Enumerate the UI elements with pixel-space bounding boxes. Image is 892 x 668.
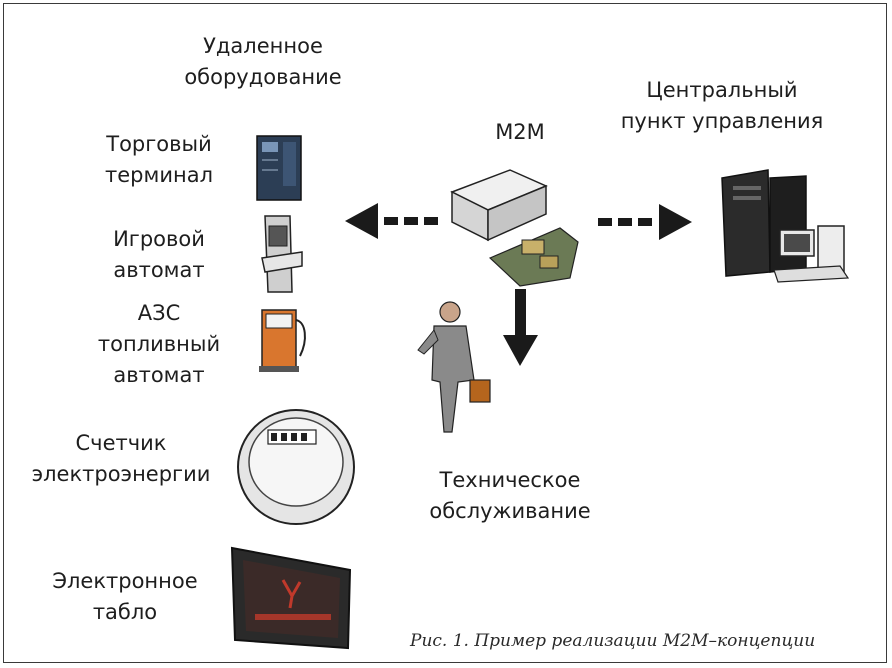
gaming-machine-label: Игровой автомат xyxy=(113,227,205,282)
figure-caption: Рис. 1. Пример реализации М2М–концепции xyxy=(410,631,816,651)
arrow-to-maintenance xyxy=(503,289,538,366)
remote-equipment-label: Удаленное оборудование xyxy=(184,34,342,89)
technician-icon xyxy=(417,301,491,433)
control-center-label: Центральный пункт управления xyxy=(620,78,824,133)
electronic-board-icon xyxy=(230,546,352,650)
electric-meter-icon xyxy=(237,409,355,525)
server-computer-icon xyxy=(721,169,850,283)
arrow-to-control-center xyxy=(598,204,692,240)
trade-terminal-label: Торговый терминал xyxy=(105,132,213,187)
gaming-machine-icon xyxy=(261,215,303,293)
trade-terminal-icon xyxy=(256,135,302,201)
maintenance-label: Техническое обслуживание xyxy=(429,468,591,523)
arrow-to-remote-equipment xyxy=(345,203,438,239)
gas-pump-icon xyxy=(259,309,306,372)
m2m-label: M2M xyxy=(495,120,545,144)
electronic-board-label: Электронное табло xyxy=(52,569,198,624)
gas-station-label: АЗС топливный автомат xyxy=(97,301,221,387)
electric-meter-label: Счетчик электроэнергии xyxy=(31,431,211,486)
m2m-device-icon xyxy=(450,169,579,287)
